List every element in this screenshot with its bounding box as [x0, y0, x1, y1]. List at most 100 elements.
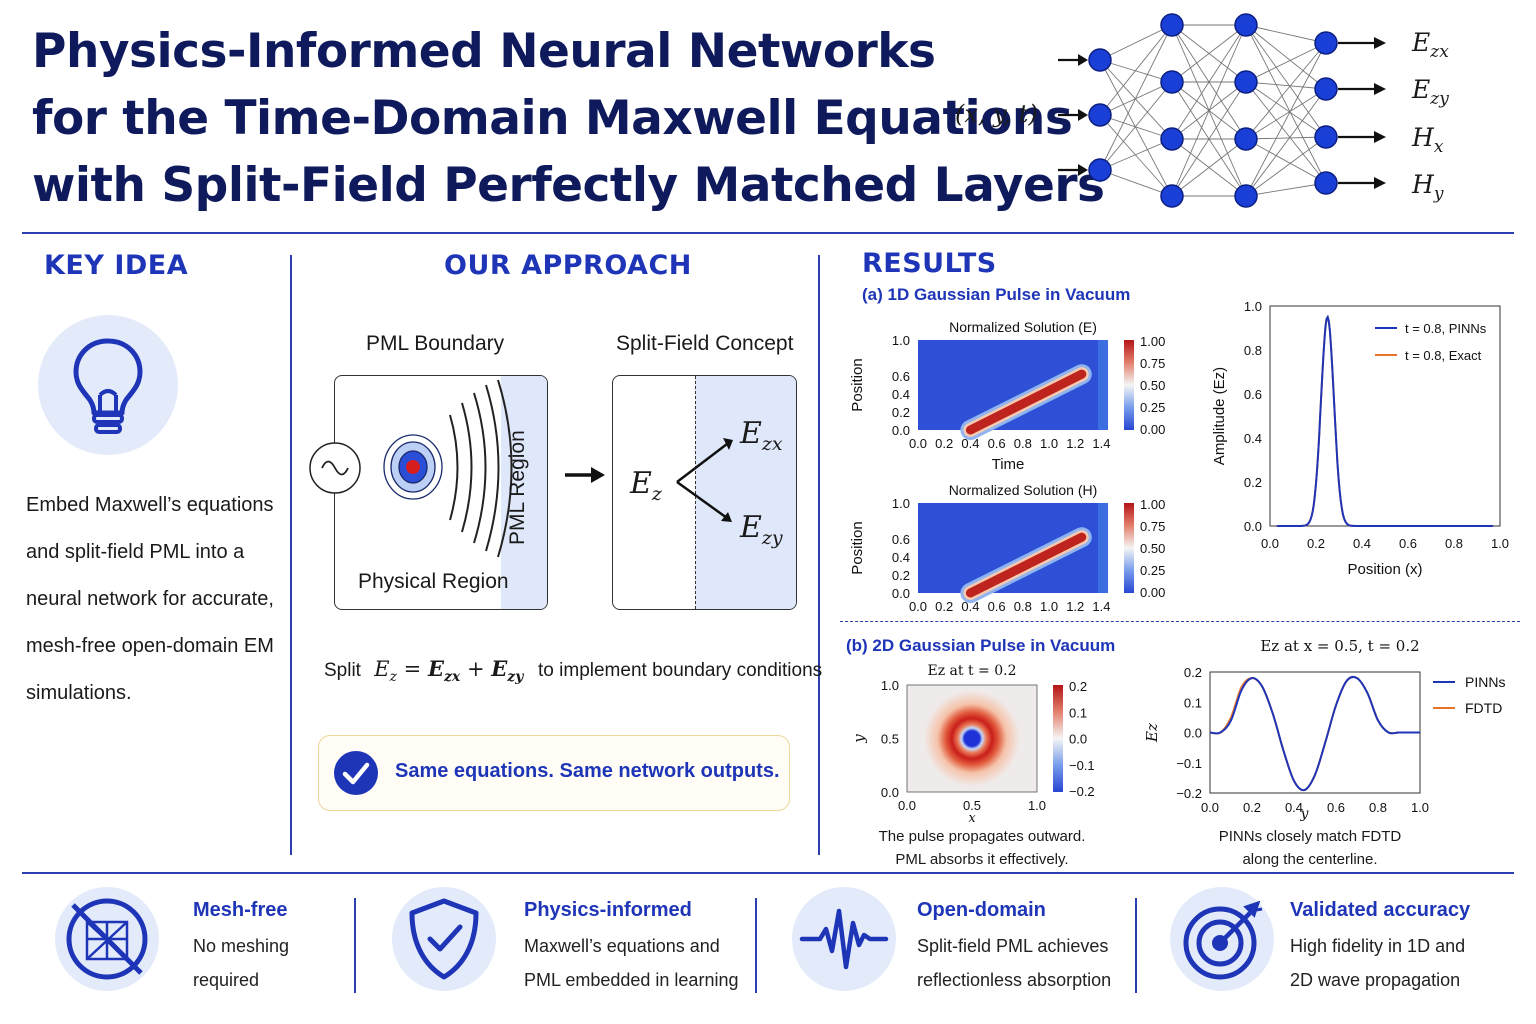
panel-a-title: (a) 1D Gaussian Pulse in Vacuum	[862, 285, 1131, 304]
x-tick-label: 0.6	[988, 436, 1006, 451]
x-tick-label: 1.0	[1040, 599, 1058, 614]
network-outputs: Ezx Ezy Hx Hy	[1412, 28, 1472, 213]
key-idea-line: Embed Maxwell’s equations	[26, 494, 274, 516]
feature-text: Split-field PML achieves reflectionless …	[917, 929, 1111, 997]
y-tick-label: 0.4	[892, 550, 910, 565]
feature-title: Open-domain	[917, 899, 1046, 921]
network-edge	[1245, 42, 1327, 197]
y-tick-label: −0.1	[1176, 756, 1202, 771]
shield-check-icon	[409, 898, 479, 980]
feature-title: Physics-informed	[524, 899, 692, 921]
feature-mesh-free: Mesh-free No meshing required	[50, 885, 350, 1005]
network-edge	[1171, 24, 1247, 140]
network-edge	[1099, 24, 1173, 61]
feature-icon-badge	[392, 887, 496, 991]
caption-line: The pulse propagates outward.	[878, 828, 1086, 845]
network-node	[1314, 171, 1338, 195]
y-tick-label: 0.4	[1244, 431, 1262, 446]
colorbar-tick-label: 0.1	[1069, 705, 1087, 720]
series-line	[1209, 675, 1420, 792]
pml-boundary-label: PML Boundary	[366, 332, 505, 355]
title-line-2: for the Time-Domain Maxwell Equations	[32, 91, 1073, 146]
network-edge	[1171, 81, 1247, 197]
colorbar-tick-label: 0.25	[1140, 563, 1165, 578]
colorbar	[1124, 503, 1134, 593]
y-tick-label: −0.2	[1176, 786, 1202, 801]
lightbulb-badge	[38, 315, 178, 455]
split-equation: Split Ez = Ezx + Ezy to implement bounda…	[324, 656, 822, 685]
x-tick-label: 0.4	[1285, 800, 1303, 815]
split-field-label: Split-Field Concept	[616, 332, 794, 355]
x-tick-label: 1.0	[1491, 536, 1509, 551]
feature-line: required	[193, 970, 260, 990]
y-tick-label: 0.6	[892, 369, 910, 384]
colorbar-tick-label: 0.75	[1140, 519, 1165, 534]
feature-text: Maxwell’s equations and PML embedded in …	[524, 929, 738, 997]
network-edge	[1245, 24, 1327, 138]
network-edge	[1099, 114, 1173, 140]
network-node	[1160, 184, 1184, 208]
y-tick-label: 0.4	[892, 387, 910, 402]
legend-label: t = 0.8, Exact	[1405, 348, 1482, 363]
feature-line: No meshing	[193, 936, 290, 956]
network-node	[1314, 77, 1338, 101]
lightbulb-icon	[73, 338, 143, 434]
y-tick-label: 0.2	[1244, 475, 1262, 490]
centerline-title: Ez at x = 0.5, t = 0.2	[1260, 637, 1419, 655]
pulse-ring	[924, 690, 1020, 787]
feature-line: reflectionless absorption	[917, 970, 1112, 990]
colorbar	[1053, 685, 1063, 792]
y-tick-label: 0.0	[892, 423, 910, 438]
feature-title: Validated accuracy	[1290, 899, 1471, 921]
colorbar-tick-label: −0.2	[1069, 784, 1095, 799]
col-divider-2	[818, 255, 820, 855]
network-input-label: (x, y, t)	[955, 100, 1038, 128]
y-tick-label: 0.0	[1244, 519, 1262, 534]
feature-icon-badge	[792, 887, 896, 991]
split-pml-fill	[695, 376, 796, 609]
y-tick-label: 1.0	[892, 333, 910, 348]
x-tick-label: 0.0	[909, 436, 927, 451]
key-idea-header: KEY IDEA	[44, 250, 189, 281]
network-edge	[1171, 24, 1247, 83]
x-tick-label: 1.2	[1066, 599, 1084, 614]
x-tick-label: 1.0	[1040, 436, 1058, 451]
title-line-1: Physics-Informed Neural Networks	[32, 24, 936, 79]
col-divider-1	[290, 255, 292, 855]
network-edge	[1245, 24, 1327, 184]
network-node	[1234, 13, 1258, 37]
split-arrows	[676, 438, 733, 522]
target-icon	[1183, 900, 1263, 980]
network-edge	[1171, 24, 1247, 197]
network-edge	[1245, 136, 1327, 140]
colorbar-tick-label: −0.1	[1069, 758, 1095, 773]
x-tick-label: 1.2	[1066, 436, 1084, 451]
y-tick-label: 0.0	[1184, 726, 1202, 741]
network-node	[1088, 103, 1112, 127]
x-tick-label: 0.8	[1369, 800, 1387, 815]
heatmap-title: Normalized Solution (H)	[949, 482, 1098, 498]
x-axis-label: x	[968, 811, 976, 825]
network-edge	[1099, 114, 1173, 197]
network-node	[1088, 158, 1112, 182]
x-tick-label: 0.6	[1399, 536, 1417, 551]
x-tick-label: 0.8	[1445, 536, 1463, 551]
y-tick-label: 0.2	[892, 568, 910, 583]
x-tick-label: 0.2	[1243, 800, 1261, 815]
network-edge	[1245, 138, 1327, 184]
x-tick-label: 1.0	[1028, 798, 1046, 813]
network-edge	[1099, 59, 1173, 140]
x-tick-label: 0.0	[1261, 536, 1279, 551]
neural-network-diagram	[1058, 13, 1386, 208]
network-edge	[1245, 42, 1327, 83]
caption-2d-left: The pulse propagates outward. PML absorb…	[862, 825, 1102, 871]
heatmap-edge	[1098, 340, 1108, 430]
output-hy: Hy	[1412, 170, 1444, 204]
title-line-3: with Split-Field Perfectly Matched Layer…	[32, 158, 1105, 213]
plot-frame	[1269, 305, 1501, 527]
network-edge	[1245, 42, 1327, 140]
x-tick-label: 0.4	[961, 599, 979, 614]
y-axis-label: Amplitude (Ez)	[1211, 367, 1228, 465]
